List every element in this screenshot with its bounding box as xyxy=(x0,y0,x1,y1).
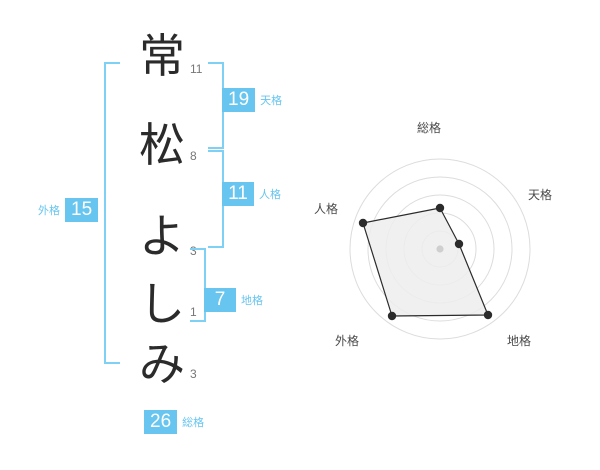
radar-axis-label-jinkaku: 人格 xyxy=(314,202,339,216)
radar-point-tenkaku[interactable] xyxy=(454,239,464,249)
jinkaku-value: 11 xyxy=(222,182,254,206)
radar-chart-svg xyxy=(349,158,531,340)
stroke-count-3: 3 xyxy=(190,244,197,258)
stroke-count-2: 8 xyxy=(190,149,197,163)
radar-point-chikaku[interactable] xyxy=(483,310,493,320)
stroke-count-1: 11 xyxy=(190,62,203,76)
gaikaku-value: 15 xyxy=(65,198,99,222)
jinkaku-label: 人格 xyxy=(259,188,281,201)
gaikaku-bracket xyxy=(104,62,120,364)
radar-ring-4 xyxy=(367,176,513,322)
jinkaku-badge[interactable]: 11 人格 xyxy=(222,182,281,206)
radar-data-polygon xyxy=(362,207,489,317)
chikaku-label: 地格 xyxy=(241,294,263,307)
stroke-count-4: 1 xyxy=(190,305,197,319)
name-character-2: 松 xyxy=(139,118,185,172)
name-character-1: 常 xyxy=(139,29,185,83)
tenkaku-label: 天格 xyxy=(260,94,283,107)
name-analysis-panel: 常 11 松 8 よ 3 し 1 み 3 15 外格 19 天格 11 人格 7… xyxy=(38,29,282,434)
gaikaku-badge[interactable]: 15 外格 xyxy=(38,198,99,222)
radar-ring-5 xyxy=(349,158,531,340)
fortune-radar-chart: 総格 天格 地格 外格 人格 xyxy=(300,0,600,470)
chikaku-badge[interactable]: 7 地格 xyxy=(204,288,263,312)
name-character-4: し xyxy=(139,277,185,331)
tenkaku-badge[interactable]: 19 天格 xyxy=(222,88,282,112)
name-character-3: よ xyxy=(139,209,185,263)
radar-axis-label-soukaku: 総格 xyxy=(417,121,442,135)
stroke-count-5: 3 xyxy=(190,367,197,381)
radar-center-dot xyxy=(436,245,444,253)
chikaku-value: 7 xyxy=(204,288,236,312)
soukaku-label: 総格 xyxy=(182,416,205,429)
gaikaku-label: 外格 xyxy=(38,204,60,217)
soukaku-value: 26 xyxy=(144,410,178,434)
radar-data-points xyxy=(358,203,493,321)
chikaku-bracket xyxy=(190,248,206,322)
radar-axis-label-tenkaku: 天格 xyxy=(528,188,553,202)
radar-point-gaikaku[interactable] xyxy=(387,311,397,321)
name-character-5: み xyxy=(139,337,185,391)
tenkaku-value: 19 xyxy=(222,88,256,112)
radar-point-jinkaku[interactable] xyxy=(358,218,368,228)
radar-point-soukaku[interactable] xyxy=(435,203,445,213)
soukaku-badge[interactable]: 26 総格 xyxy=(144,410,204,434)
radar-axis-label-gaikaku: 外格 xyxy=(335,334,360,348)
radar-axis-label-chikaku: 地格 xyxy=(507,334,532,348)
